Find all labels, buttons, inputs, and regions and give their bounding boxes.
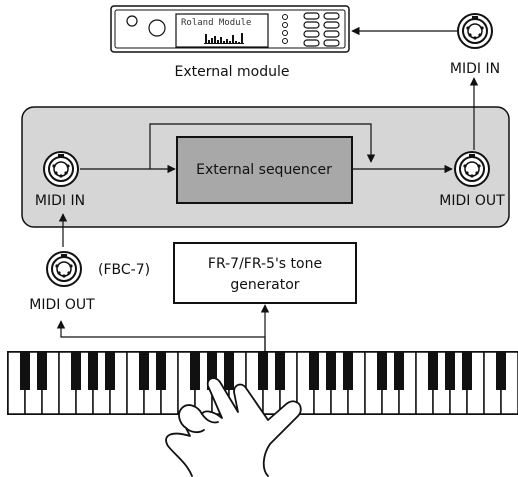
black-key [88,352,98,390]
black-key [309,352,319,390]
black-key [156,352,166,390]
black-key [224,352,234,390]
black-keys [20,352,506,390]
black-key [394,352,404,390]
black-key [275,352,285,390]
module-indicator-leds [282,14,288,44]
hand-illustration [165,377,302,477]
black-key [343,352,353,390]
sequencer-midi-out-label: MIDI OUT [439,193,505,209]
module-midi-in-jack [457,13,493,49]
module-volume-knob [148,19,166,37]
tone-generator-label-line1: FR-7/FR-5's tone [208,256,322,272]
black-key [207,352,217,390]
connection-lines [56,26,479,352]
arrow-keyboard-to-midi-out [56,320,266,352]
sequencer-midi-in-jack [43,151,79,187]
tone-generator-box [173,242,357,304]
keyboard [7,351,518,415]
module-bezel [114,9,346,49]
module-buttons [303,12,340,47]
black-key [105,352,115,390]
sequencer-midi-in-label: MIDI IN [35,193,85,209]
sequencer-label: External sequencer [196,162,332,178]
external-sequencer-box [176,136,353,204]
tone-generator-label-line2: generator [230,277,299,293]
black-key [377,352,387,390]
module-display-text: Roland Module [181,18,251,28]
black-key [258,352,268,390]
black-key [428,352,438,390]
piano-midi-out-jack [46,251,82,287]
external-module: Roland Module External module [110,5,350,80]
black-key [139,352,149,390]
piano-midi-out-label: MIDI OUT [29,297,95,313]
module-label: External module [174,64,289,80]
arrow-thru-loop [149,123,376,169]
module-midi-in-label: MIDI IN [450,61,500,77]
black-key [462,352,472,390]
black-key [445,352,455,390]
black-key [190,352,200,390]
black-key [37,352,47,390]
sequencer-midi-out-jack [454,151,490,187]
module-power-button [126,15,138,27]
module-level-meter [204,33,244,44]
black-key [496,352,506,390]
black-key [326,352,336,390]
black-key [71,352,81,390]
black-key [20,352,30,390]
piano-model-note: (FBC-7) [98,262,150,278]
